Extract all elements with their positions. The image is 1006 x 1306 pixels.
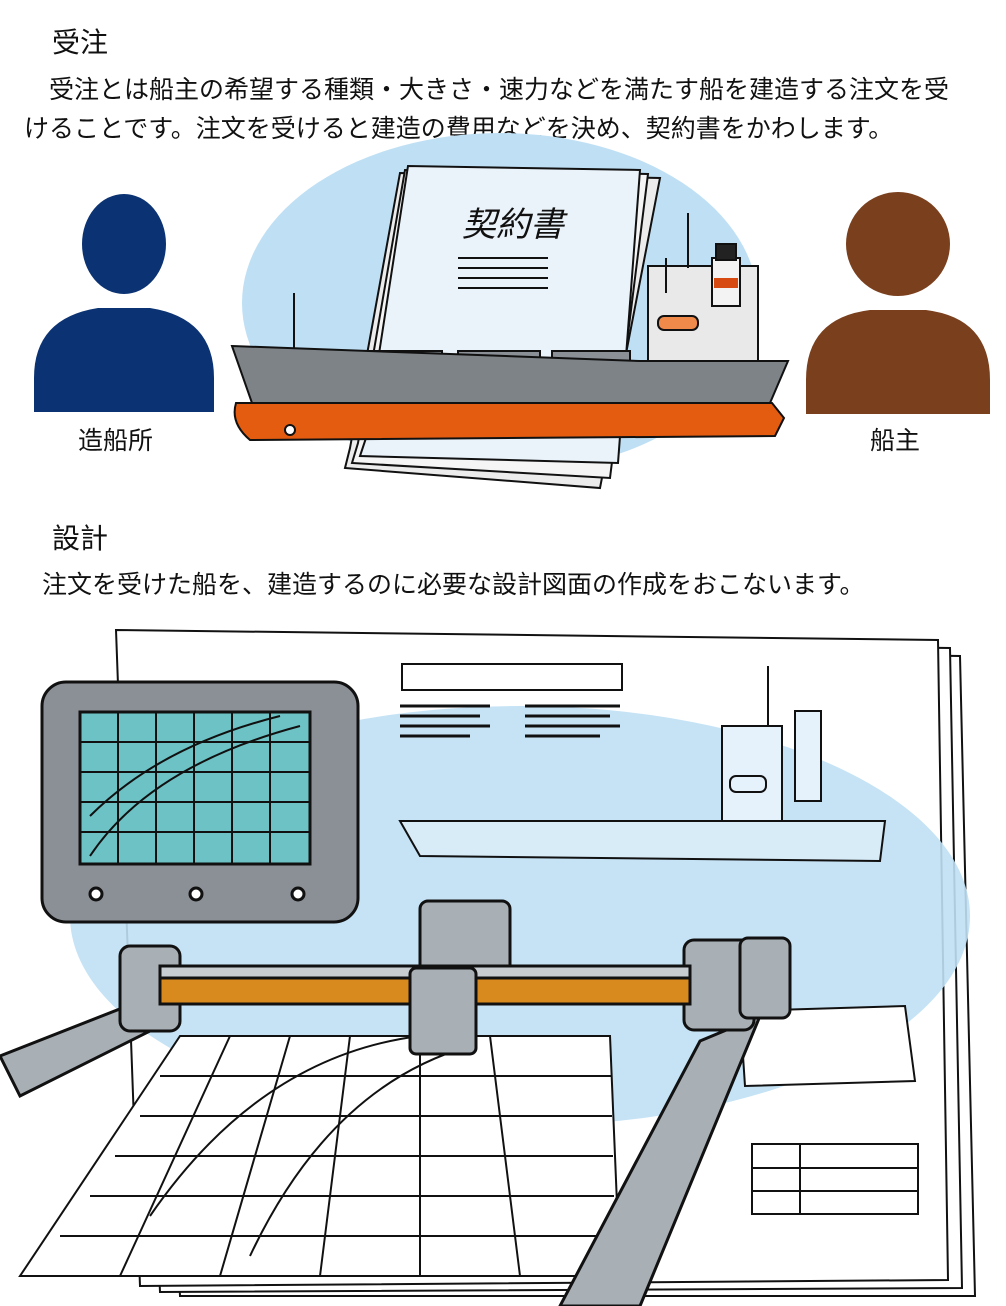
plotter bbox=[0, 899, 792, 1306]
cad-monitor bbox=[40, 680, 360, 924]
order-illustration: 契約書 bbox=[34, 133, 990, 490]
owner-label: 船主 bbox=[870, 426, 921, 455]
order-text: 受注とは船主の希望する種類・大きさ・速力などを満たす船を建造する注文を受けること… bbox=[24, 75, 950, 143]
person-shipyard-icon bbox=[34, 194, 214, 412]
design-illustration bbox=[0, 628, 977, 1306]
shipyard-label: 造船所 bbox=[78, 426, 154, 455]
order-heading: 受注 bbox=[52, 26, 109, 59]
cargo-ship bbox=[230, 213, 790, 442]
person-owner-icon bbox=[806, 192, 990, 414]
contract-title: 契約書 bbox=[462, 205, 568, 245]
design-text: 注文を受けた船を、建造するのに必要な設計図面の作成をおこないます。 bbox=[42, 570, 865, 599]
design-heading: 設計 bbox=[52, 522, 109, 555]
